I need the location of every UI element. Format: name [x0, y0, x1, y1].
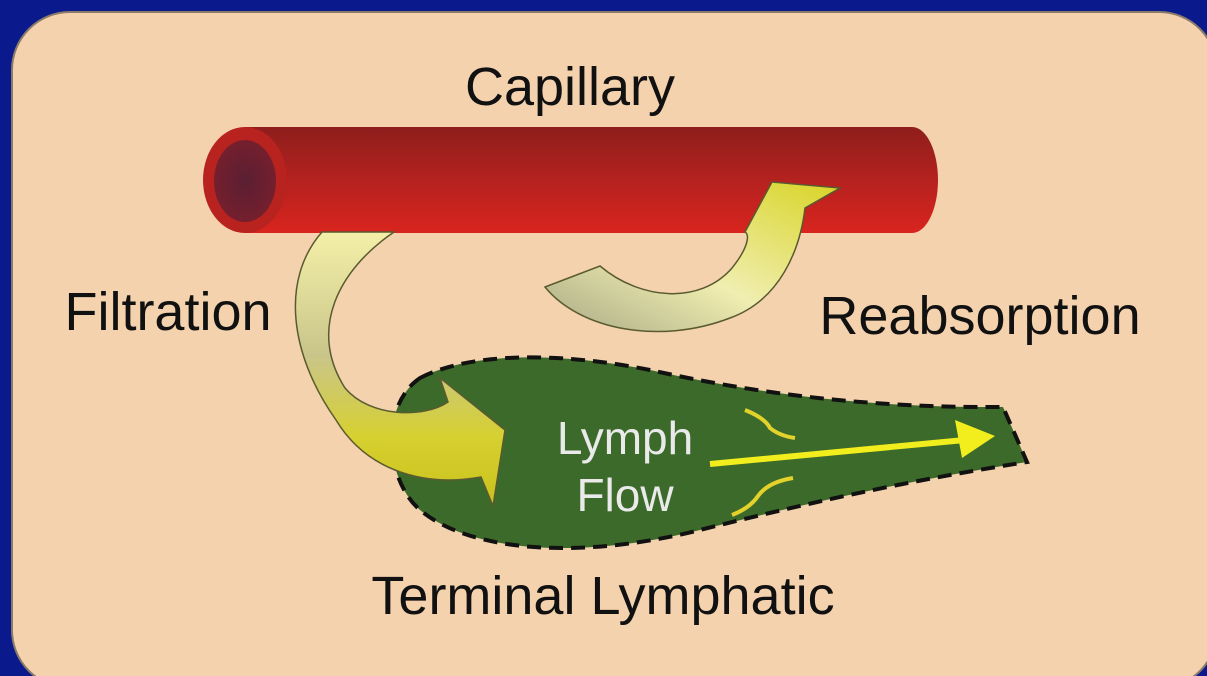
- reabsorption-label: Reabsorption: [819, 286, 1140, 346]
- lymph-flow-label-line2: Flow: [576, 469, 674, 521]
- lymph-flow-label-line1: Lymph: [557, 412, 693, 464]
- filtration-label: Filtration: [64, 282, 271, 342]
- terminal-lymphatic-label: Terminal Lymphatic: [371, 566, 834, 626]
- capillary-vessel: [203, 127, 938, 233]
- capillary-opening: [214, 140, 276, 222]
- capillary-label: Capillary: [465, 57, 675, 117]
